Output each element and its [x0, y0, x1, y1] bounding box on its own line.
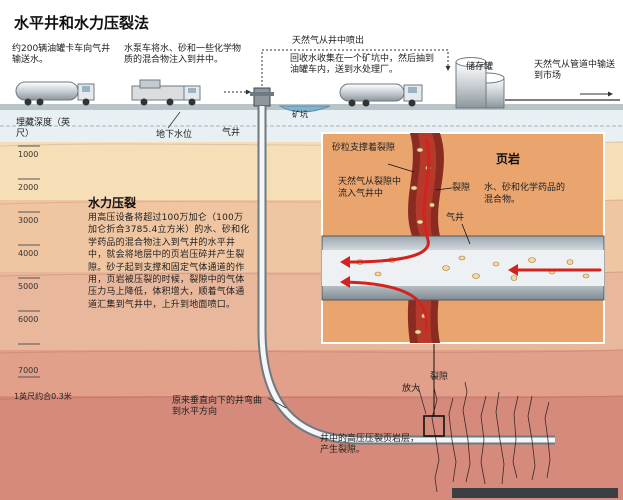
- foot-conversion-note: 1英尺约合0.3米: [14, 392, 72, 401]
- tanker-truck: [15, 81, 95, 106]
- gas-flow-arrows: [340, 138, 602, 332]
- bottom-fractures: [431, 381, 551, 493]
- stratum-lower: [0, 350, 623, 400]
- label-frac-result: 井中的高压压裂页岩层，产生裂隙。: [320, 434, 420, 456]
- stratum-shale: [0, 396, 623, 500]
- strata-boundary: [0, 395, 623, 400]
- inset-label-well: 气井: [446, 213, 465, 223]
- depth-scale: [18, 145, 40, 378]
- depth-label: 6000: [18, 315, 39, 324]
- inset-label-fissure: 裂隙: [452, 183, 471, 193]
- label-pump: 水泵车将水、砂和一些化学物质的混合物注入到井中。: [124, 44, 242, 66]
- depth-label: 7000: [18, 366, 39, 375]
- storage-tanks: [455, 57, 505, 109]
- label-fracture: 裂隙: [430, 372, 449, 382]
- tanker-truck: [339, 83, 423, 107]
- inset-leader: [461, 223, 471, 245]
- well-bore-highlight: [259, 106, 555, 443]
- frac-body: 用高压设备将超过100万加仑（100万加仑折合3785.4立方米）的水、砂和化学…: [88, 213, 250, 310]
- zoom-leader: [417, 385, 427, 415]
- label-recovery: 回收水收集在一个矿坑中，然后抽到油罐车内，送到水处理厂。: [290, 54, 435, 76]
- inset-leader: [435, 187, 453, 191]
- waste-pit: [278, 105, 331, 113]
- frac-heading: 水力压裂: [88, 196, 137, 210]
- inset-leader: [387, 163, 415, 173]
- depth-title: 埋藏深度（英尺）: [16, 118, 71, 140]
- strata-boundary: [0, 349, 623, 354]
- depth-label: 2000: [18, 183, 39, 192]
- gas-outflow-arrow: [261, 49, 451, 86]
- label-water-table: 地下水位: [156, 130, 193, 140]
- inset-panel: [321, 132, 605, 344]
- inset-label-mix: 水、砂和化学药品的混合物。: [484, 183, 566, 206]
- label-zoom: 放大: [402, 384, 421, 394]
- bottom-bar: [452, 488, 618, 498]
- inset-pipe-bore: [322, 250, 604, 286]
- diagram-title: 水平井和水力压裂法: [14, 14, 150, 32]
- wellhead: [250, 87, 274, 107]
- depth-label: 3000: [18, 216, 39, 225]
- depth-label: 4000: [18, 249, 39, 258]
- water-table-leader: [167, 111, 181, 129]
- inset-label-sand: 砂粒支撑着裂隙: [332, 143, 396, 153]
- label-storage: 储存罐: [466, 62, 494, 72]
- label-bend: 原来垂直向下的井弯曲到水平方向: [172, 396, 263, 418]
- depth-label: 1000: [18, 150, 39, 159]
- inset-label-gas-flow: 天然气从裂隙中流入气井中: [338, 177, 402, 200]
- inset-label-shale: 页岩: [496, 152, 521, 166]
- bend-leader: [267, 397, 287, 409]
- label-pipeline: 天然气从管道中输送到市场: [534, 60, 616, 82]
- label-gas-out: 天然气从井中喷出: [292, 36, 365, 46]
- depth-label: 5000: [18, 282, 39, 291]
- label-well: 气井: [222, 128, 241, 138]
- label-pit: 矿坑: [292, 110, 308, 119]
- pump-truck: [131, 79, 201, 106]
- label-trucks: 约200辆油罐卡车向气井输送水。: [12, 44, 111, 66]
